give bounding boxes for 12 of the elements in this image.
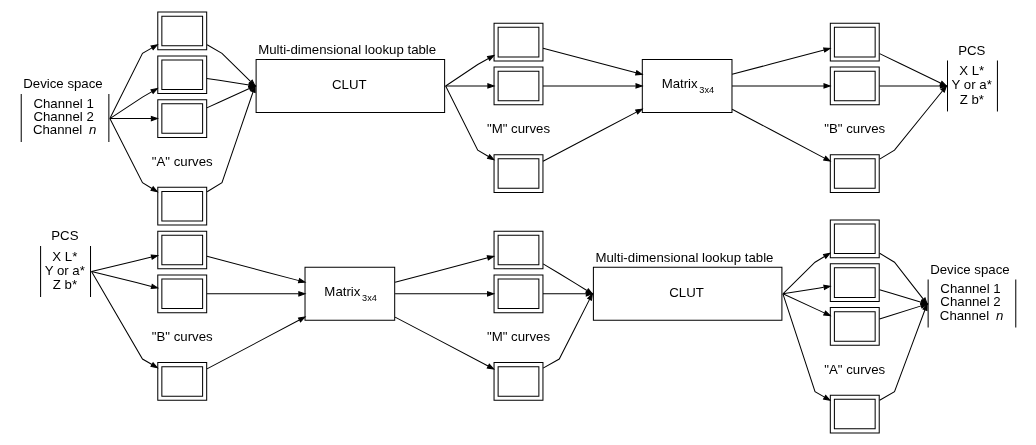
label: "B" curves bbox=[151, 329, 213, 345]
node-text: Device space Channel 1 Channel 2 Channel n bbox=[22, 76, 103, 138]
node-text: Device space Channel 1 Channel 2 Channel n bbox=[929, 261, 1010, 323]
label: "M" curves bbox=[486, 121, 550, 137]
label: "B" curves bbox=[823, 121, 885, 137]
label: "M" curves bbox=[486, 329, 550, 345]
node-text: PCS X L* Y or a* Z b* bbox=[44, 228, 85, 293]
node-label: Multi-dimensional lookup table bbox=[257, 41, 436, 57]
node-text: PCS X L* Y or a* Z b* bbox=[951, 42, 992, 107]
label: "A" curves bbox=[151, 153, 213, 169]
label: "A" curves bbox=[823, 361, 885, 377]
node-label: Multi-dimensional lookup table bbox=[594, 249, 773, 265]
